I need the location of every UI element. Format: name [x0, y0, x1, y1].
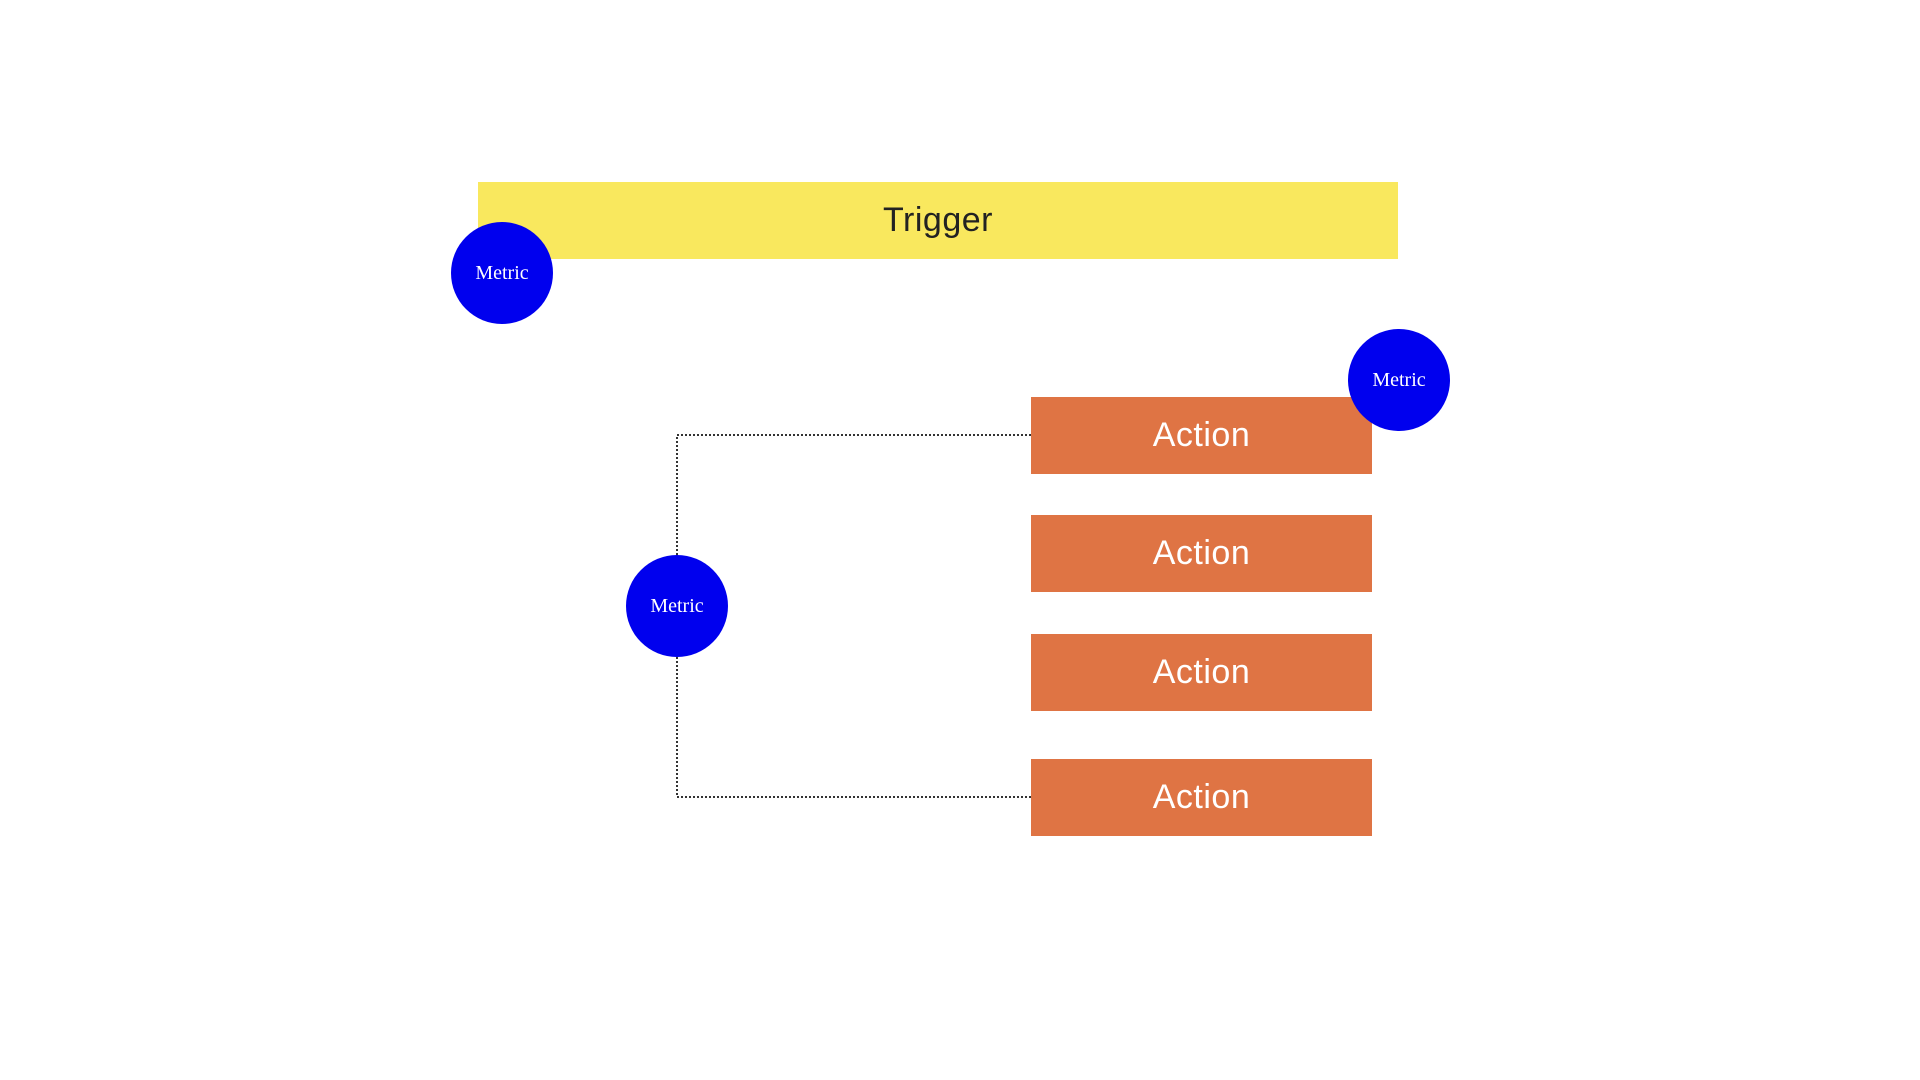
action-label: Action	[1152, 778, 1251, 816]
metric-circle-trigger: Metric	[451, 222, 553, 324]
action-box-3: Action	[1031, 634, 1372, 711]
metric-circle-action: Metric	[1348, 329, 1450, 431]
metric-label: Metric	[650, 594, 704, 617]
metric-label: Metric	[475, 261, 529, 284]
trigger-box: Trigger	[478, 182, 1398, 259]
bracket-line	[676, 434, 1031, 798]
action-box-1: Action	[1031, 397, 1372, 474]
action-box-2: Action	[1031, 515, 1372, 592]
metric-label: Metric	[1372, 368, 1426, 391]
metric-circle-group: Metric	[626, 555, 728, 657]
action-box-4: Action	[1031, 759, 1372, 836]
action-label: Action	[1152, 653, 1251, 691]
trigger-label: Trigger	[883, 201, 993, 239]
action-label: Action	[1152, 534, 1251, 572]
action-label: Action	[1152, 416, 1251, 454]
